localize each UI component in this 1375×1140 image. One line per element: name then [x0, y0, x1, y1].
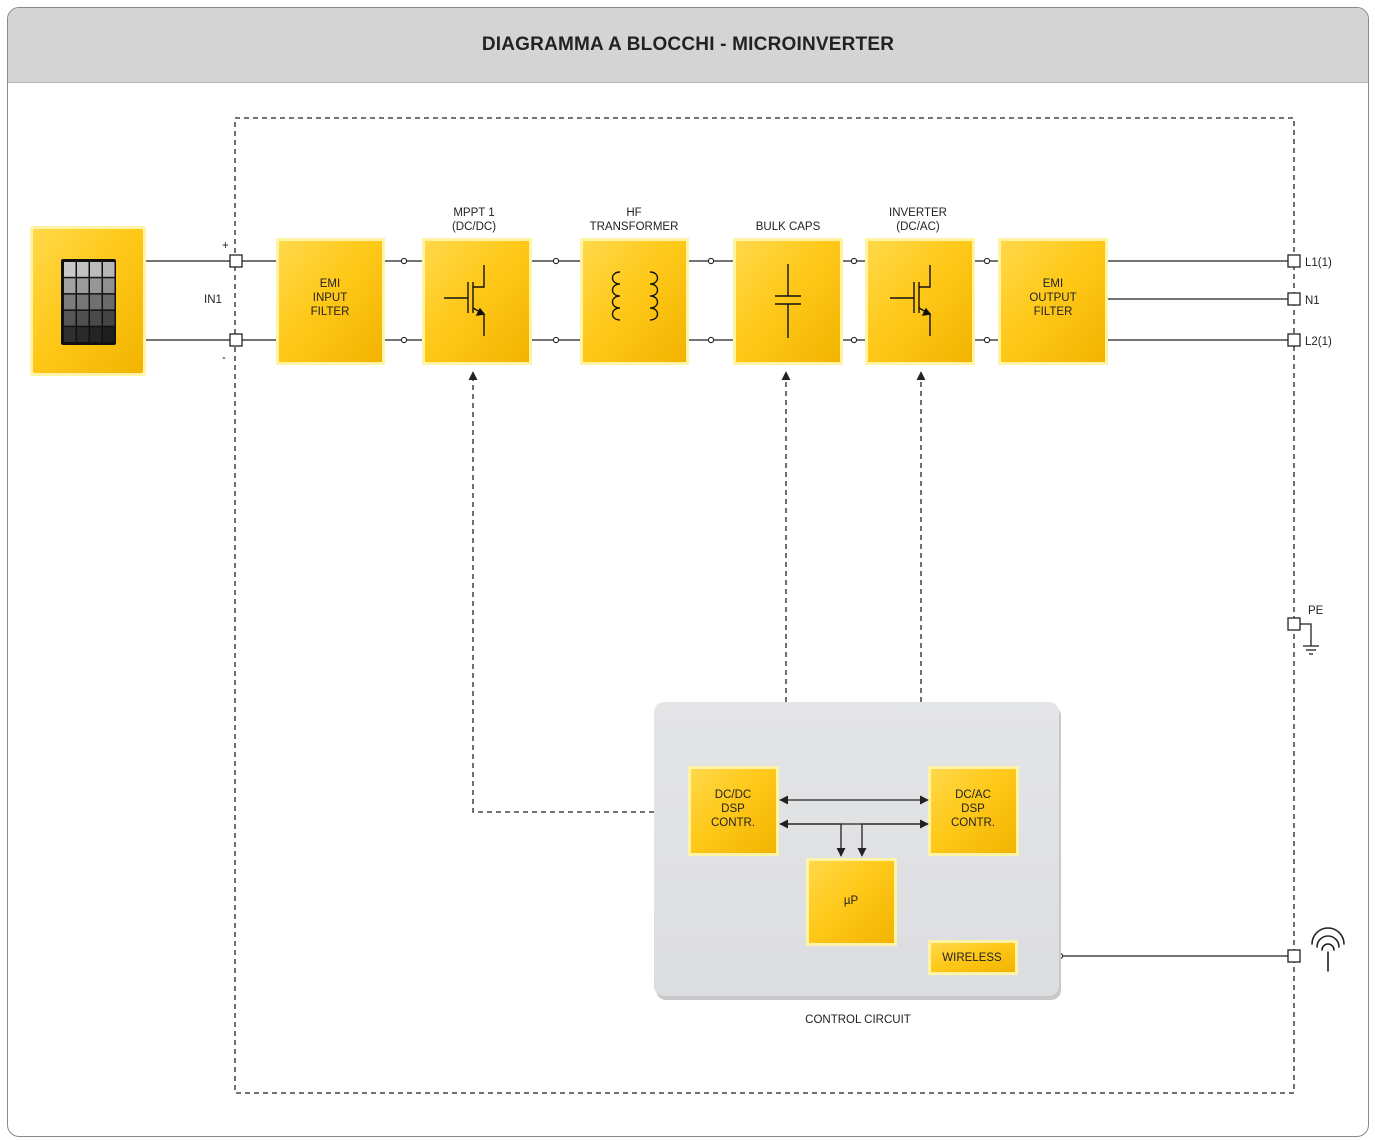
mppt-block	[422, 238, 532, 365]
ground-icon	[1300, 623, 1319, 655]
pv-cell	[103, 327, 115, 342]
bulk-caps-block	[733, 238, 843, 365]
pv-cell	[64, 294, 76, 310]
pv-cell	[64, 310, 76, 326]
transformer-subtitle: TRANSFORMER	[590, 221, 679, 233]
dcac-dsp-block: DC/AC DSP CONTR.	[928, 766, 1019, 856]
pv-cell	[103, 294, 115, 310]
pv-cell	[77, 294, 89, 310]
bulk-caps-title: BULK CAPS	[756, 221, 821, 233]
pv-cell	[103, 278, 115, 294]
header-bar: DIAGRAMMA A BLOCCHI - MICROINVERTER	[8, 8, 1368, 83]
svg-text:FILTER: FILTER	[311, 306, 350, 318]
terminal-l2	[1287, 333, 1301, 347]
emi-output-filter-block: EMI OUTPUT FILTER	[998, 238, 1108, 365]
pv-cell	[77, 327, 89, 342]
pv-cell	[103, 310, 115, 326]
svg-text:DC/DC: DC/DC	[715, 789, 751, 801]
svg-text:OUTPUT: OUTPUT	[1029, 292, 1076, 304]
control-links	[468, 371, 926, 813]
output-pe-label: PE	[1308, 605, 1324, 617]
input-plus-label: +	[222, 240, 229, 252]
svg-text:FILTER: FILTER	[1034, 306, 1073, 318]
input-label: IN1	[204, 294, 222, 306]
emi-input-filter-block: EMI INPUT FILTER	[276, 238, 385, 365]
pv-cell	[64, 327, 76, 342]
microprocessor-block: µP	[806, 858, 897, 946]
input-minus-label: -	[222, 352, 226, 364]
svg-text:EMI: EMI	[1043, 278, 1063, 290]
capacitor-icon	[775, 264, 801, 338]
mppt-subtitle: (DC/DC)	[452, 221, 496, 233]
svg-text:INPUT: INPUT	[313, 292, 348, 304]
transformer-title: HF	[626, 207, 641, 219]
svg-text:WIRELESS: WIRELESS	[942, 952, 1002, 964]
pv-cell	[77, 310, 89, 326]
svg-text:DSP: DSP	[721, 803, 745, 815]
inverter-block	[865, 238, 975, 365]
pv-cell	[90, 294, 102, 310]
control-arrows	[779, 795, 929, 857]
output-n1-label: N1	[1305, 295, 1320, 307]
pv-cell	[90, 278, 102, 294]
pv-cell	[90, 262, 102, 277]
pv-cell	[64, 262, 76, 277]
wireless-block: WIRELESS	[928, 940, 1018, 975]
pv-cell	[64, 278, 76, 294]
terminal-in-plus	[229, 254, 243, 268]
terminal-l1	[1287, 254, 1301, 268]
terminal-pe	[1287, 617, 1301, 631]
pv-cell	[90, 310, 102, 326]
hf-transformer-block	[580, 238, 689, 365]
inverter-title: INVERTER	[889, 207, 947, 219]
page-title: DIAGRAMMA A BLOCCHI - MICROINVERTER	[481, 34, 895, 55]
terminal-antenna	[1287, 949, 1301, 963]
svg-text:CONTR.: CONTR.	[711, 817, 755, 829]
svg-text:CONTR.: CONTR.	[951, 817, 995, 829]
terminal-in-minus	[229, 333, 243, 347]
svg-text:DC/AC: DC/AC	[955, 789, 991, 801]
output-l1-label: L1(1)	[1305, 257, 1332, 269]
transistor-icon	[444, 265, 486, 336]
svg-text:µP: µP	[844, 895, 859, 907]
transistor-icon	[890, 265, 932, 336]
inverter-subtitle: (DC/AC)	[896, 221, 940, 233]
pv-cell	[77, 262, 89, 277]
pv-cell	[90, 327, 102, 342]
output-l2-label: L2(1)	[1305, 336, 1332, 348]
svg-text:EMI: EMI	[320, 278, 340, 290]
antenna-icon	[1311, 927, 1345, 972]
terminal-n1	[1287, 292, 1301, 306]
dcdc-dsp-block: DC/DC DSP CONTR.	[688, 766, 779, 856]
pv-cell	[77, 278, 89, 294]
pv-cell	[103, 262, 115, 277]
control-circuit-caption: CONTROL CIRCUIT	[805, 1014, 911, 1026]
transformer-icon	[611, 271, 659, 321]
mppt-title: MPPT 1	[453, 207, 494, 219]
terminals	[229, 254, 1301, 963]
svg-text:DSP: DSP	[961, 803, 985, 815]
solar-panel-icon	[30, 226, 146, 376]
